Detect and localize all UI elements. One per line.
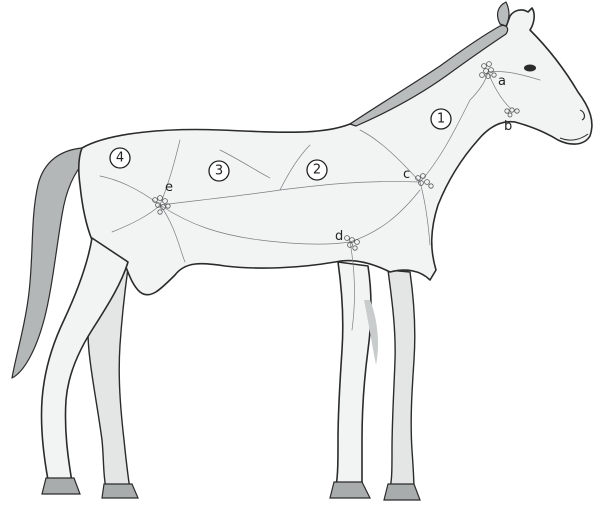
far-fore-leg <box>388 270 415 490</box>
node-label-c: c <box>403 167 410 182</box>
horse-body <box>79 8 592 295</box>
region-marker-1: 1 <box>431 109 451 129</box>
region-marker-2: 2 <box>307 160 327 180</box>
eye <box>524 65 536 72</box>
belly-shade <box>498 2 509 26</box>
far-fore-hoof <box>384 484 420 500</box>
node-label-b: b <box>504 119 512 134</box>
region-label-4: 4 <box>116 151 124 166</box>
region-marker-4: 4 <box>110 148 130 168</box>
node-label-d: d <box>335 229 343 244</box>
near-fore-leg <box>336 262 371 488</box>
region-label-1: 1 <box>437 112 445 127</box>
node-label-a: a <box>498 74 506 89</box>
region-label-2: 2 <box>313 163 321 178</box>
near-hind-hoof <box>42 478 80 494</box>
region-marker-3: 3 <box>209 161 229 181</box>
far-hind-hoof <box>102 484 138 498</box>
node-label-e: e <box>165 180 173 195</box>
region-label-3: 3 <box>215 164 223 179</box>
near-fore-hoof <box>330 482 370 498</box>
